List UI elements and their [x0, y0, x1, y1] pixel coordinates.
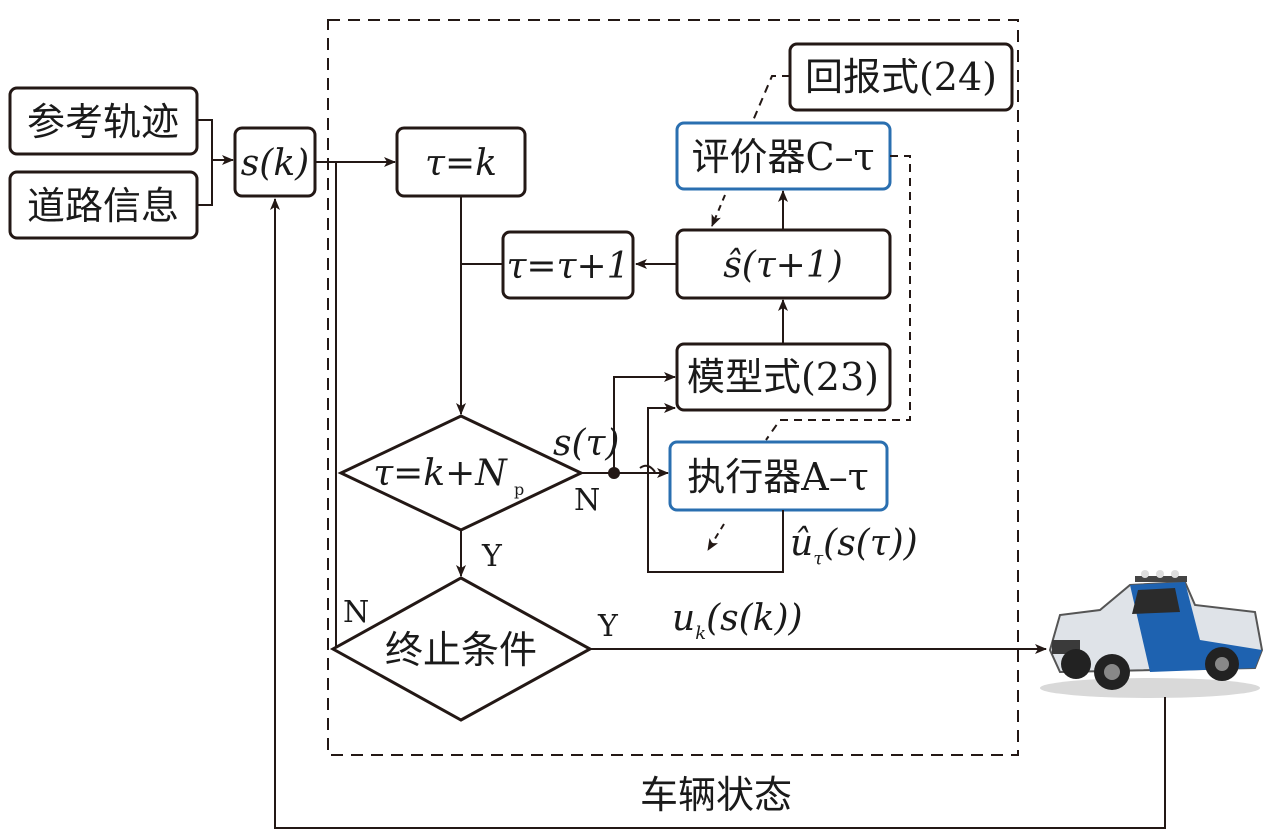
horizon-condition-label: τ=k+N: [373, 453, 508, 494]
reward-label: 回报式(24): [805, 55, 997, 99]
terminate-no-label: N: [343, 595, 369, 630]
state-box: s(k): [233, 126, 317, 198]
tau-increment-label: τ=τ+1: [506, 246, 629, 287]
reward-box: 回报式(24): [788, 42, 1014, 112]
horizon-condition-diamond: τ=k+N p: [337, 414, 585, 532]
model-label: 模型式(23): [687, 355, 879, 399]
tau-init-box: τ=k: [395, 126, 527, 198]
predicted-state-box: ŝ(τ+1): [675, 228, 892, 300]
actor-output-label: ûτ(s(τ)): [790, 523, 918, 569]
road-info-box: 道路信息: [8, 170, 199, 240]
state-label: s(k): [241, 143, 309, 184]
controller-frame: [327, 19, 1019, 756]
control-output-label: uk(s(k)): [672, 598, 803, 644]
terminate-diamond: 终止条件: [329, 576, 594, 722]
horizon-no-label: N: [574, 483, 600, 518]
vehicle-image: [1040, 570, 1264, 698]
horizon-yes-label: Y: [481, 539, 503, 574]
horizon-condition-subscript: p: [514, 480, 524, 499]
vehicle-state-label: 车辆状态: [640, 773, 792, 817]
reference-trajectory-box: 参考轨迹: [8, 86, 199, 156]
critic-box: 评价器C–τ: [675, 121, 892, 191]
critic-label: 评价器C–τ: [691, 135, 874, 179]
tau-increment-box: τ=τ+1: [501, 230, 635, 300]
actor-label: 执行器A–τ: [687, 455, 868, 499]
actor-box: 执行器A–τ: [668, 440, 889, 512]
terminate-label: 终止条件: [385, 628, 537, 672]
road-info-label: 道路信息: [27, 184, 179, 228]
model-box: 模型式(23): [675, 342, 892, 412]
terminate-yes-label: Y: [597, 609, 619, 644]
reference-trajectory-label: 参考轨迹: [27, 100, 179, 144]
tau-init-label: τ=k: [425, 143, 497, 184]
predicted-state-label: ŝ(τ+1): [723, 245, 843, 286]
s-tau-label: s(τ): [553, 423, 619, 464]
